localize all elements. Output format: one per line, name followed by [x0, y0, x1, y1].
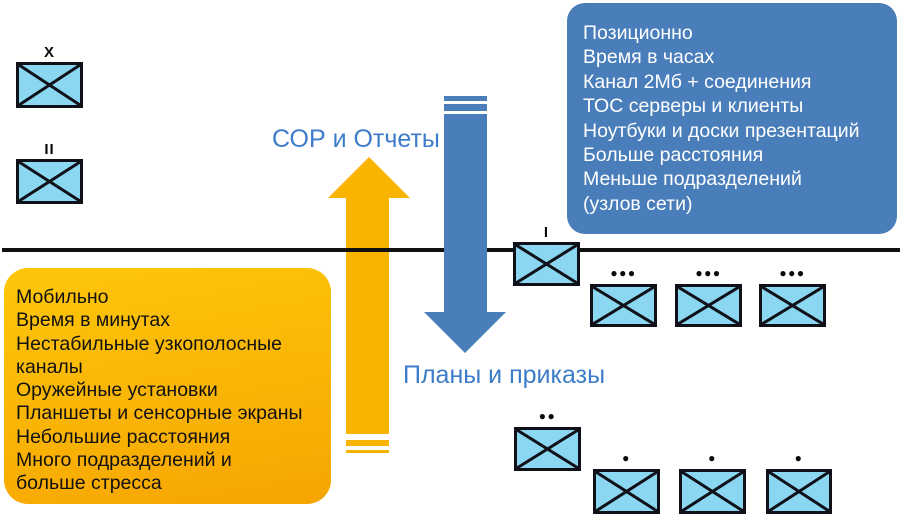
x-cross-icon [517, 430, 578, 468]
panel-text-line: больше стресса [16, 472, 162, 495]
unit-box [514, 427, 581, 471]
unit-symbol-dots3-1: ●●● [590, 267, 657, 327]
panel-text-line: Небольшие расстояния [16, 425, 231, 448]
echelon-marker: ● [622, 451, 631, 465]
up-arrow-shaft [346, 196, 389, 434]
panel-text-line: Ноутбуки и доски презентаций [583, 119, 860, 142]
unit-symbol-dot1-1: ● [593, 452, 660, 514]
unit-symbol-dots2: ●● [514, 410, 581, 471]
panel-text-line: Много подразделений и [16, 449, 232, 472]
panel-text-line: Больше расстояния [583, 144, 764, 167]
unit-symbol-dots3-2: ●●● [675, 267, 742, 327]
unit-box [679, 469, 746, 514]
down-arrow-stripe [444, 104, 487, 111]
unit-box [766, 469, 832, 514]
panel-text-line: Меньше подразделений [583, 168, 802, 191]
panel-text-line: Время в часах [583, 46, 715, 69]
unit-box [590, 284, 657, 327]
x-cross-icon [762, 287, 823, 324]
unit-box [513, 242, 580, 286]
down-arrow-shaft [444, 114, 487, 313]
x-cross-icon [19, 162, 80, 201]
down-arrow-stripe [444, 96, 487, 101]
unit-symbol-dot1-3: ● [766, 452, 832, 514]
echelon-marker: ●●● [695, 266, 722, 280]
x-cross-icon [682, 472, 743, 511]
x-cross-icon [678, 287, 739, 324]
echelon-marker: ●●● [779, 266, 806, 280]
echelon-marker: ● [794, 451, 804, 465]
x-cross-icon [19, 65, 80, 105]
up-arrow-label: СОР и Отчеты [272, 125, 440, 153]
panel-text-line: Позиционно [583, 22, 693, 44]
down-arrow-head [424, 312, 506, 353]
panel-text-line: (узлов сети) [583, 192, 693, 215]
panel-text-line: каналы [16, 355, 83, 378]
panel-text-line: ТОС серверы и клиенты [583, 95, 804, 118]
blue-info-panel: Позиционно Время в часах Канал 2Мб + сое… [567, 3, 897, 234]
echelon-marker: II [44, 141, 55, 158]
unit-symbol-ii: II [16, 142, 83, 204]
panel-text-line: Канал 2Мб + соединения [583, 70, 812, 93]
echelon-marker: ●●● [610, 266, 637, 280]
unit-box [759, 284, 826, 327]
down-arrow-label: Планы и приказы [403, 361, 606, 389]
echelon-marker: I [543, 224, 550, 241]
unit-symbol-dot1-2: ● [679, 452, 746, 514]
unit-symbol-dots3-3: ●●● [759, 267, 826, 327]
panel-text-line: Планшеты и сенсорные экраны [16, 402, 303, 425]
echelon-marker: X [43, 44, 55, 61]
unit-box [16, 159, 83, 204]
orange-info-panel: Мобильно Время в минутах Нестабильные уз… [4, 268, 331, 504]
up-arrow-stripe [346, 450, 389, 453]
panel-text-line: Нестабильные узкополосные [16, 332, 282, 355]
echelon-marker: ●● [538, 409, 557, 423]
panel-text-line: Время в минутах [16, 309, 170, 332]
panel-text-line: Мобильно [16, 286, 109, 308]
x-cross-icon [596, 472, 657, 511]
up-arrow-head [328, 157, 410, 198]
x-cross-icon [769, 472, 829, 511]
unit-symbol-i: I [513, 225, 580, 286]
x-cross-icon [516, 245, 577, 283]
x-cross-icon [593, 287, 654, 324]
up-arrow-stripe [346, 440, 389, 446]
echelon-marker: ● [708, 451, 717, 465]
unit-symbol-x: X [16, 45, 83, 108]
unit-box [675, 284, 742, 327]
unit-box [593, 469, 660, 514]
unit-box [16, 62, 83, 108]
panel-text-line: Оружейные установки [16, 379, 218, 402]
